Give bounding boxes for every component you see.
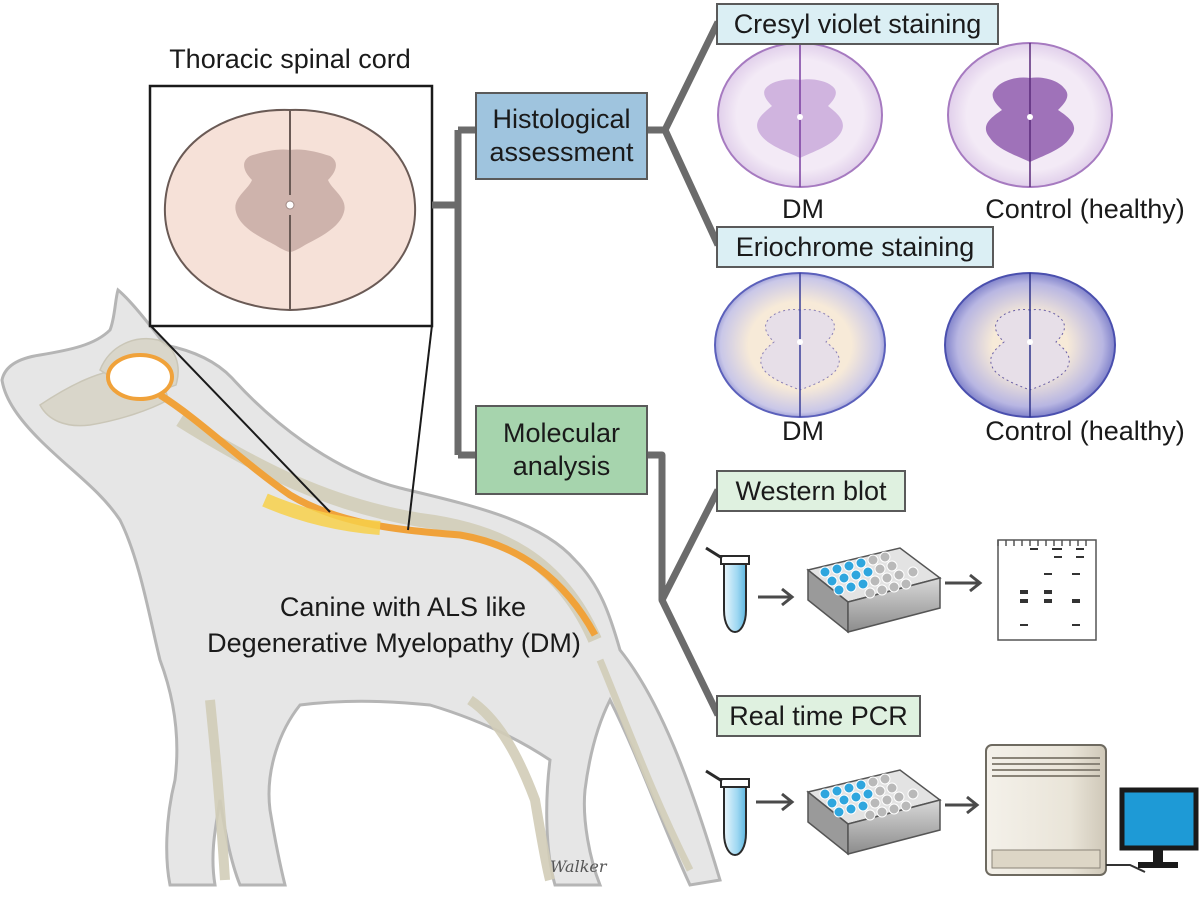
- sample-tube-icon: [705, 769, 750, 857]
- tree-connectors: [432, 20, 722, 717]
- erio-dm-label: DM: [782, 416, 824, 446]
- histological-box-line2: assessment: [489, 137, 634, 167]
- western-blot-workflow: [705, 539, 1097, 641]
- monitor-cable: [1106, 864, 1146, 873]
- cresyl-violet-text: Cresyl violet staining: [733, 8, 982, 39]
- histological-box-line1: Histological: [492, 104, 631, 134]
- artist-signature: Walker: [550, 857, 608, 876]
- well-plate-icon: [806, 547, 942, 634]
- real-time-pcr-text: Real time PCR: [729, 700, 908, 731]
- pcr-workflow: [705, 744, 1199, 876]
- arrow-right-icon: [945, 573, 983, 593]
- computer-monitor-icon: [1119, 787, 1199, 868]
- molecular-box-line2: analysis: [512, 451, 611, 481]
- pcr-thermocycler-icon: [985, 744, 1107, 876]
- erio-control-section: [944, 272, 1116, 418]
- brain: [106, 353, 174, 401]
- spinal-cord-highlight: [262, 493, 381, 535]
- cresyl-violet-label: Cresyl violet staining: [716, 3, 999, 45]
- eriochrome-label: Eriochrome staining: [716, 226, 994, 268]
- sample-tube-icon: [705, 546, 750, 634]
- dog-silhouette: [0, 287, 722, 887]
- histological-assessment-box: Histological assessment: [475, 92, 648, 180]
- molecular-analysis-box: Molecular analysis: [475, 405, 648, 495]
- cresyl-control-section: [947, 42, 1113, 188]
- arrow-right-icon: [758, 587, 795, 607]
- dog-illustration: Canine with ALS like Degenerative Myelop…: [0, 287, 722, 887]
- zoom-line-right: [407, 324, 433, 531]
- spinal-cord-title: Thoracic spinal cord: [169, 44, 411, 74]
- western-blot-text: Western blot: [735, 475, 887, 506]
- erio-control-label: Control (healthy): [985, 416, 1185, 446]
- arrow-right-icon: [945, 795, 980, 815]
- dog-caption-line2: Degenerative Myelopathy (DM): [207, 628, 581, 658]
- eriochrome-text: Eriochrome staining: [735, 231, 975, 262]
- zoom-line-left: [149, 324, 331, 513]
- cresyl-dm-label: DM: [782, 194, 824, 224]
- erio-dm-section: [714, 272, 886, 418]
- cresyl-dm-section: [717, 42, 883, 188]
- arrow-right-icon: [756, 792, 795, 812]
- dog-caption-line1: Canine with ALS like: [280, 592, 526, 622]
- western-blot-label: Western blot: [716, 470, 906, 512]
- spinal-cord-cross-section: [163, 108, 417, 312]
- molecular-box-line1: Molecular: [502, 418, 621, 448]
- real-time-pcr-label: Real time PCR: [716, 695, 921, 737]
- skeleton: [39, 338, 694, 882]
- well-plate-icon: [806, 769, 942, 856]
- blot-membrane-icon: [997, 539, 1097, 641]
- cresyl-control-label: Control (healthy): [985, 194, 1185, 224]
